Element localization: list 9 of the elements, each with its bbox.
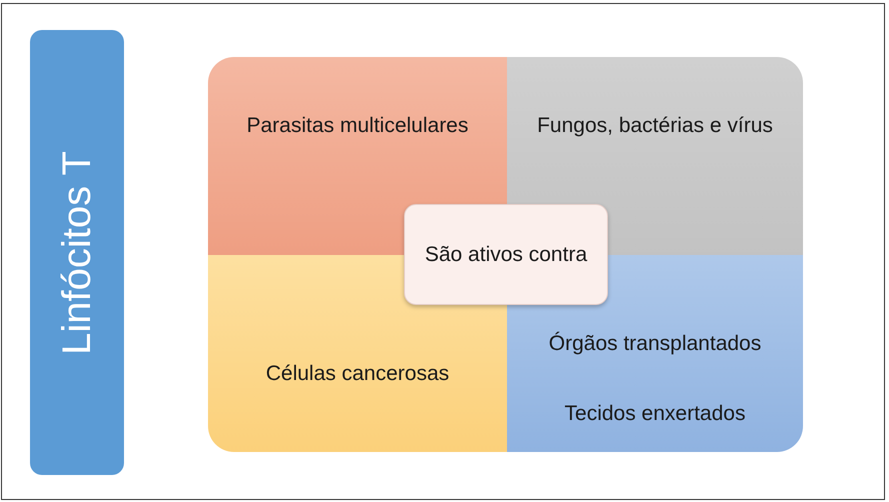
label-text: Fungos, bactérias e vírus [537, 113, 773, 140]
label-text: Órgãos transplantados [548, 330, 762, 358]
label-text: Tecidos enxertados [564, 400, 746, 426]
center-box [404, 204, 608, 305]
label-text: Parasitas multicelulares [246, 113, 468, 140]
title-bar [30, 30, 124, 475]
label-text: Células cancerosas [266, 360, 450, 387]
title-text: Linfócitos T [54, 150, 100, 354]
label-text: São ativos contra [424, 242, 588, 268]
